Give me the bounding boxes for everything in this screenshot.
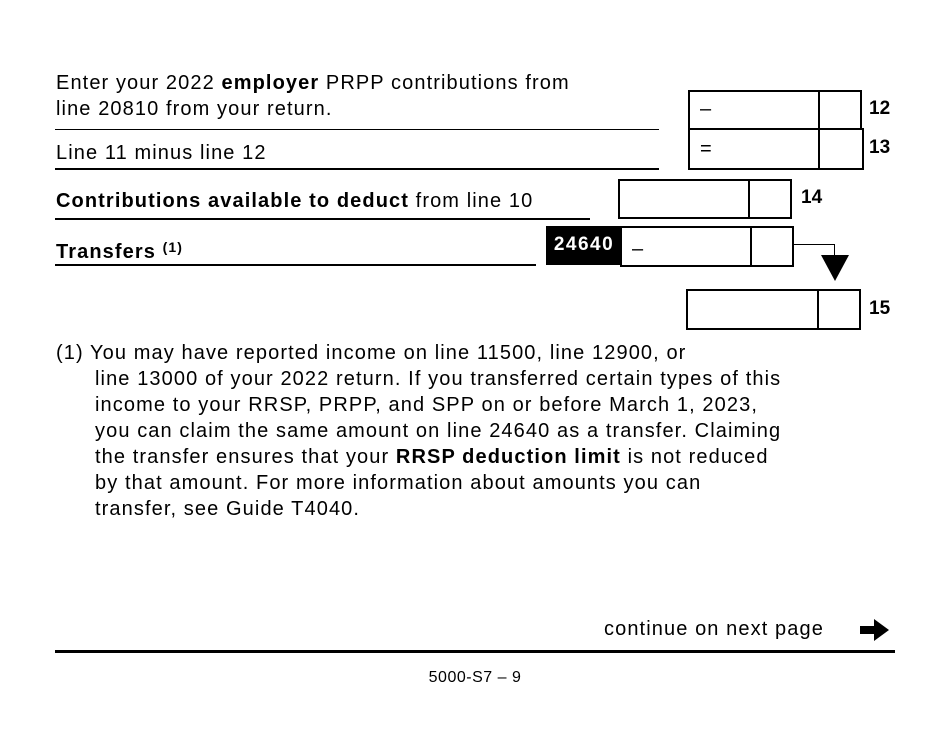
line14-text-post: from line 10: [409, 190, 534, 212]
minus-operator: –: [632, 238, 644, 260]
cents-divider: [818, 130, 820, 168]
connector-line: [792, 244, 835, 245]
connector-line-vertical: [834, 244, 835, 256]
line12-amount-field[interactable]: –: [688, 90, 862, 130]
transfers-amount-field[interactable]: –: [620, 226, 794, 267]
line13-underline: [55, 168, 659, 170]
arrow-right-icon: [860, 619, 889, 641]
line14-label: Contributions available to deduct from l…: [56, 188, 533, 214]
line14-text-bold: Contributions available to deduct: [56, 190, 409, 212]
transfers-text-bold: Transfers: [56, 241, 156, 263]
line12-label: Enter your 2022 employer PRPP contributi…: [56, 70, 570, 96]
transfers-label: Transfers (1): [56, 234, 183, 265]
line12-underline: [55, 129, 659, 130]
footer-rule: [55, 650, 895, 653]
line-number-13: 13: [869, 137, 891, 158]
line-code-24640: 24640: [546, 226, 622, 265]
cents-divider: [817, 291, 819, 328]
footnote-line-4: you can claim the same amount on line 24…: [95, 420, 782, 442]
footnote-text: is not reduced: [620, 446, 769, 468]
continue-on-next-page: continue on next page: [604, 616, 824, 642]
footnote-marker: (1): [56, 342, 84, 364]
transfers-underline: [55, 264, 536, 266]
footnote-line-5: the transfer ensures that your RRSP dedu…: [95, 444, 769, 470]
down-arrow-icon: [821, 255, 849, 281]
line12-text-bold: employer: [221, 72, 320, 94]
line-number-15: 15: [869, 298, 891, 319]
page-identifier: 5000-S7 – 9: [428, 669, 522, 686]
line13-amount-field[interactable]: =: [688, 128, 864, 170]
footnote-line-6: by that amount. For more information abo…: [95, 472, 702, 494]
line13-label: Line 11 minus line 12: [56, 142, 267, 164]
cents-divider: [750, 228, 752, 265]
footnote-text: You may have reported income on line 115…: [90, 342, 687, 364]
footnote-line-3: income to your RRSP, PRPP, and SPP on or…: [95, 394, 758, 416]
minus-operator: –: [700, 98, 712, 120]
continue-label: continue on next page: [604, 618, 824, 640]
footnote-text: the transfer ensures that your: [95, 446, 396, 468]
line-number-12: 12: [869, 98, 891, 119]
cents-divider: [818, 92, 820, 128]
footnote-line-2: line 13000 of your 2022 return. If you t…: [95, 368, 782, 390]
footnote-line-1: (1) You may have reported income on line…: [56, 340, 686, 366]
line12-text-post: PRPP contributions from: [319, 72, 570, 94]
footnote-ref: (1): [162, 239, 184, 255]
line12-text-pre: Enter your 2022: [56, 72, 222, 94]
line-number-14: 14: [801, 187, 823, 208]
line14-amount-field[interactable]: [618, 179, 792, 219]
line14-underline: [55, 218, 590, 220]
equals-operator: =: [700, 138, 712, 160]
line12-label-line2: line 20810 from your return.: [56, 98, 333, 120]
footnote-line-7: transfer, see Guide T4040.: [95, 498, 361, 520]
cents-divider: [748, 181, 750, 217]
line15-amount-field[interactable]: [686, 289, 861, 330]
footnote-bold-term: RRSP deduction limit: [395, 446, 621, 468]
